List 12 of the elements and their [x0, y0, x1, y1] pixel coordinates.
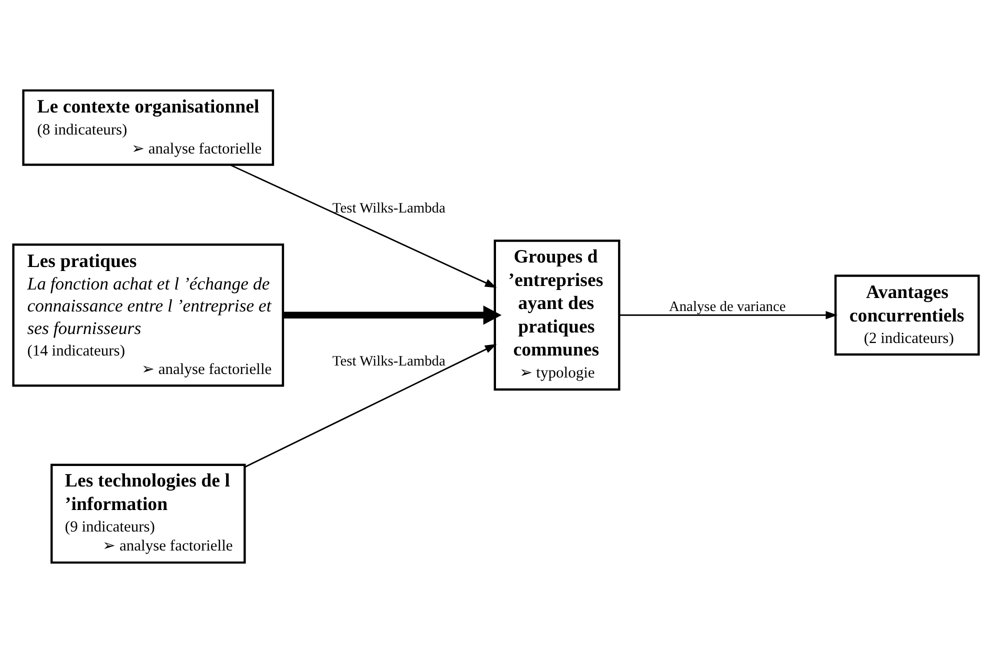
node-box: Le contexte organisationnel (8 indicateurs) ➢ analyse factorielle: [22, 88, 274, 166]
edge-label: Test Wilks-Lambda: [332, 200, 446, 216]
arrow: [282, 305, 502, 324]
node-box: Groupes d ’entreprises ayant des pratiques communes ➢ typologie: [494, 239, 620, 390]
node-box: Les technologies de l ’information (9 indicateurs) ➢ analyse factorielle: [50, 463, 246, 564]
edge-label: Analyse de variance: [668, 298, 786, 315]
node-box: Avantages concurrentiels (2 indicateurs): [834, 274, 980, 356]
arrow: [620, 310, 838, 319]
edge-label: Test Wilks-Lambda: [332, 353, 446, 369]
arrow: [230, 164, 497, 288]
arrow: [244, 344, 497, 468]
node-box: Les pratiques La fonction achat et l ’échange de connaissance entre l ’entreprise et ses fournisseurs (14 indicateurs) ➢ analyse factorielle: [12, 243, 284, 386]
